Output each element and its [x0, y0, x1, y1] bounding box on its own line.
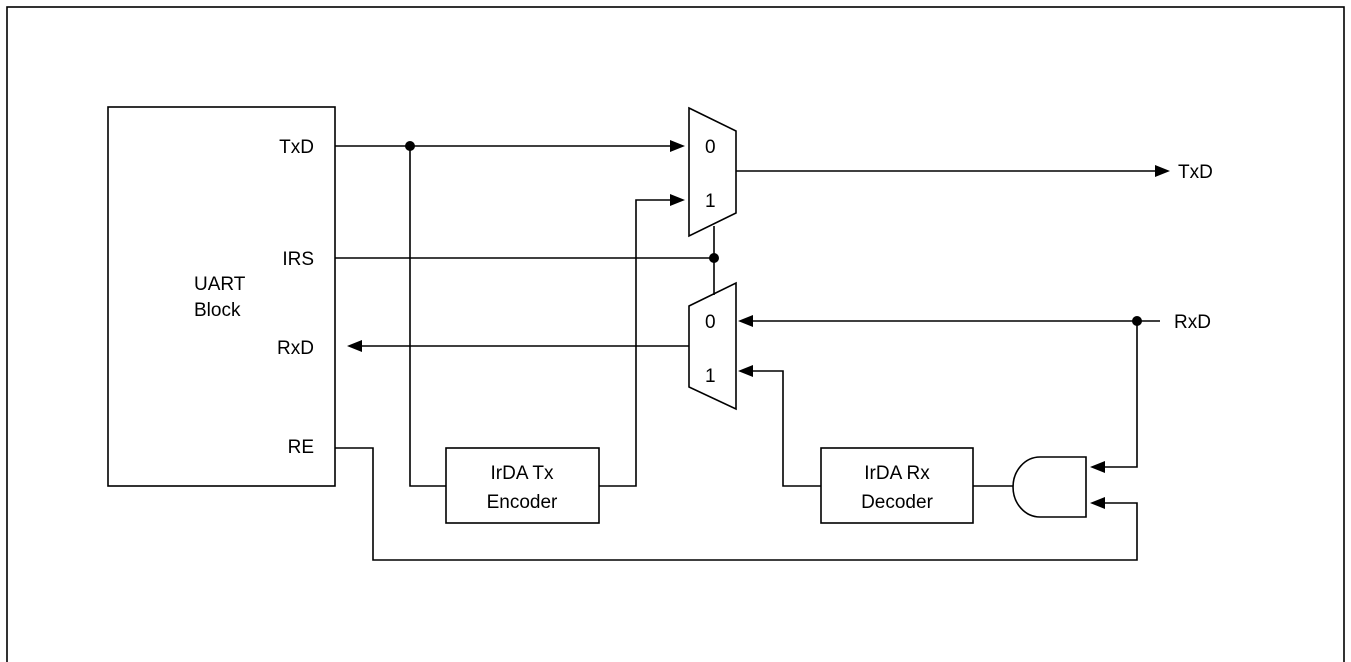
- junction-irs: [709, 253, 719, 263]
- wire-encoder-to-mux: [599, 199, 670, 487]
- uart-pin-txd: TxD: [279, 137, 314, 158]
- diagram-frame: [6, 6, 1345, 662]
- irda-tx-encoder: IrDA Tx Encoder: [445, 447, 600, 524]
- uart-pin-rxd: RxD: [277, 338, 314, 359]
- arrowheads: [347, 140, 1170, 509]
- arrow-encoder-mux1: [670, 194, 685, 206]
- wire-rxd-to-gate: [1105, 321, 1138, 468]
- arrow-rx-mux0: [738, 315, 753, 327]
- uart-block-title-1: UART: [194, 274, 246, 295]
- and-gate: [1012, 456, 1087, 518]
- external-rxd-label: RxD: [1174, 312, 1211, 333]
- tx-mux-input-1-label: 1: [705, 191, 716, 212]
- rx-multiplexer: 0 1: [688, 281, 737, 411]
- wire-decoder-to-mux: [753, 370, 821, 487]
- arrow-gate-in-a: [1090, 461, 1105, 473]
- uart-pin-irs: IRS: [282, 249, 314, 270]
- rx-mux-input-0-label: 0: [705, 312, 716, 333]
- encoder-label-2: Encoder: [487, 492, 558, 513]
- irda-rx-decoder: IrDA Rx Decoder: [820, 447, 974, 524]
- wires: [335, 145, 1160, 561]
- arrow-rx-mux1: [738, 365, 753, 377]
- rx-mux-input-1-label: 1: [705, 366, 716, 387]
- decoder-label-2: Decoder: [861, 492, 933, 513]
- junctions: [405, 141, 1142, 326]
- decoder-label-1: IrDA Rx: [864, 463, 930, 484]
- tx-mux-input-0-label: 0: [705, 137, 716, 158]
- tx-multiplexer: 0 1: [688, 106, 737, 238]
- junction-rxd: [1132, 316, 1142, 326]
- arrow-tx-out: [1155, 165, 1170, 177]
- encoder-label-1: IrDA Tx: [491, 463, 554, 484]
- wire-txd-to-encoder: [409, 146, 446, 487]
- wire-re-to-gate: [335, 447, 1138, 561]
- external-txd-label: TxD: [1178, 162, 1213, 183]
- uart-pin-re: RE: [288, 437, 314, 458]
- uart-block-title-2: Block: [194, 300, 241, 321]
- uart-block: UART Block TxD IRS RxD RE: [107, 106, 336, 487]
- junction-txd: [405, 141, 415, 151]
- arrow-txd-mux0: [670, 140, 685, 152]
- arrow-uart-rxd: [347, 340, 362, 352]
- arrow-gate-in-b: [1090, 497, 1105, 509]
